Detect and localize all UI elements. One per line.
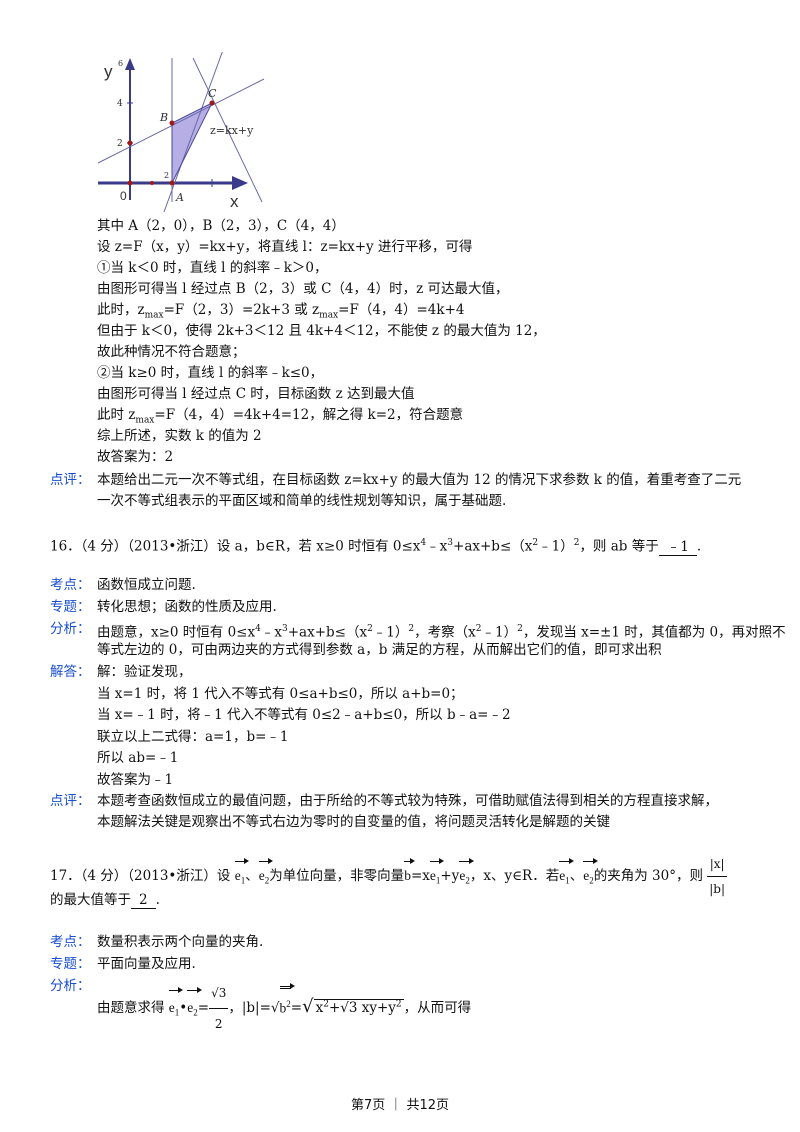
y-axis-arrow — [125, 58, 135, 70]
q15-line-8: ②当 k≥0 时，直线 l 的斜率﹣k≤0， — [97, 365, 324, 381]
q16-jd-3: 当 x=﹣1 时，将﹣1 代入不等式有 0≤2﹣a+b≤0，所以 b﹣a=﹣2 — [97, 707, 511, 723]
vector-e1-4: e1 — [168, 987, 183, 1028]
point-c-label: C — [208, 87, 217, 100]
q16-fx-2: 等式左边的 0，可由两边夹的方式得到参数 a，b 满足的方程，从而解出它们的值，… — [97, 642, 662, 658]
x-axis-arrow — [232, 176, 248, 190]
tick-label-y-2: 2 — [117, 139, 123, 149]
vector-e1-3: e1 — [559, 858, 574, 893]
q17-answer: 2 — [131, 893, 156, 909]
x1-dot — [150, 181, 154, 185]
q15-line-12: 故答案为：2 — [97, 449, 174, 465]
q15-comment-label: 点评： — [50, 472, 91, 488]
q15-line-5: 此时，zmax=F（2，3）=2k+3 或 zmax=F（4，4）=4k+4 — [97, 302, 465, 321]
q15-line-6: 但由于 k＜0，使得 2k+3＜12 且 4k+4＜12，不能使 z 的最大值为… — [97, 323, 546, 339]
q16-jd-5: 所以 ab=﹣1 — [97, 750, 179, 766]
q17-kd: 数量积表示两个向量的夹角. — [97, 934, 264, 950]
q16-jd-2: 当 x=1 时，将 1 代入不等式有 0≤a+b≤0，所以 a+b=0； — [97, 686, 464, 702]
q17-stem-line-1: 17．（4 分）（2013•浙江）设 e1、e2为单位向量，非零向量b=xe1+… — [50, 852, 728, 901]
q17-kd-label: 考点： — [50, 934, 91, 950]
q16-fx-label: 分析： — [50, 621, 91, 637]
tick-label-x-2: 2 — [164, 171, 169, 180]
q17-zt-label: 专题： — [50, 956, 91, 972]
q16-jd-4: 联立以上二式得：a=1，b=﹣1 — [97, 729, 289, 745]
q16-jd-6: 故答案为﹣1 — [97, 772, 174, 788]
y2-dot — [127, 140, 133, 146]
q15-comment-2: 一次不等式组表示的平面区域和简单的线性规划等知识，属于基础题. — [97, 493, 507, 509]
region-outline — [171, 101, 214, 184]
q16-dp-2: 本题解法关键是观察出不等式右边为零时的自变量的值，将问题灵活转化是解题的关键 — [97, 814, 610, 830]
vector-e2-3: e2 — [583, 858, 598, 893]
objective-line — [192, 57, 263, 203]
q17-fx-label: 分析： — [50, 978, 91, 994]
origin-label: 0 — [120, 189, 127, 203]
feasible-region-graph: y 6 4 2 2 0 x A B C z=kx+y — [97, 52, 265, 212]
origin-dot — [127, 180, 133, 186]
q16-jd-label: 解答： — [50, 664, 91, 680]
line-bc — [97, 78, 265, 164]
y-axis-label: y — [104, 62, 113, 81]
q16-dp-1: 本题考查函数恒成立的最值问题，由于所给的不等式较为特殊，可借助赋值法得到相关的方… — [97, 793, 718, 809]
tick-label-y-4: 4 — [117, 99, 123, 109]
q16-fx-1: 由题意，x≥0 时恒有 0≤x4﹣x3+ax+b≤（x2﹣1）2，考察（x2﹣1… — [97, 624, 786, 641]
vector-b: b — [404, 858, 415, 888]
point-b-label: B — [159, 111, 168, 124]
q15-line-3: ①当 k＜0 时，直线 l 的斜率﹣k＞0， — [97, 260, 328, 276]
page-footer: 第7页 ｜ 共12页 — [350, 1098, 450, 1113]
point-c-dot — [209, 100, 215, 106]
q16-answer: ﹣1 — [658, 539, 697, 556]
q15-line-10: 此时 zmax=F（4，4）=4k+4=12，解之得 k=2，符合题意 — [97, 407, 464, 426]
q15-line-1: 其中 A（2，0），B（2，3），C（4，4） — [97, 218, 345, 234]
q16-zt: 转化思想；函数的性质及应用. — [97, 599, 277, 615]
vector-e2-4: e2 — [187, 987, 202, 1028]
q15-comment-1: 本题给出二元一次不等式组，在目标函数 z=kx+y 的最大值为 12 的情况下求… — [97, 472, 742, 488]
objective-line-label: z=kx+y — [210, 124, 254, 137]
vector-b-2: b2 — [279, 982, 296, 1024]
q15-line-7: 故此种情况不符合题意； — [97, 344, 246, 360]
q16-zt-label: 专题： — [50, 599, 91, 615]
line-ac — [163, 52, 223, 212]
point-b-dot — [169, 120, 175, 126]
tick-label-y-6: 6 — [118, 59, 123, 68]
q16-jd-1: 解：验证发现， — [97, 664, 192, 680]
point-a-dot — [169, 180, 175, 186]
vector-e2: e2 — [258, 858, 273, 893]
q15-line-4: 由图形可得当 l 经过点 B（2，3）或 C（4，4）时，z 可达最大值， — [97, 281, 509, 297]
q16-kd-label: 考点： — [50, 577, 91, 593]
point-a-label: A — [175, 191, 184, 204]
vector-e1-2: e1 — [429, 858, 444, 893]
fraction-x-over-b: |x||b| — [707, 852, 728, 901]
vector-e1: e1 — [234, 858, 249, 893]
q15-line-11: 综上所述，实数 k 的值为 2 — [97, 428, 262, 444]
q17-zt: 平面向量及应用. — [97, 956, 196, 972]
q16-kd: 函数恒成立问题. — [97, 577, 196, 593]
sqrt-expression: x2+√3 xy+y2 — [313, 999, 404, 1016]
vector-e2-2: e2 — [459, 858, 474, 893]
q16-stem: 16．（4 分）（2013•浙江）设 a，b∈R，若 x≥0 时恒有 0≤x4﹣… — [50, 538, 702, 556]
q15-line-9: 由图形可得当 l 经过点 C 时，目标函数 z 达到最大值 — [97, 386, 415, 402]
x-axis-label: x — [230, 192, 239, 211]
q15-line-2: 设 z=F（x，y）=kx+y，将直线 l：z=kx+y 进行平移，可得 — [97, 239, 473, 255]
q16-dp-label: 点评： — [50, 793, 91, 809]
